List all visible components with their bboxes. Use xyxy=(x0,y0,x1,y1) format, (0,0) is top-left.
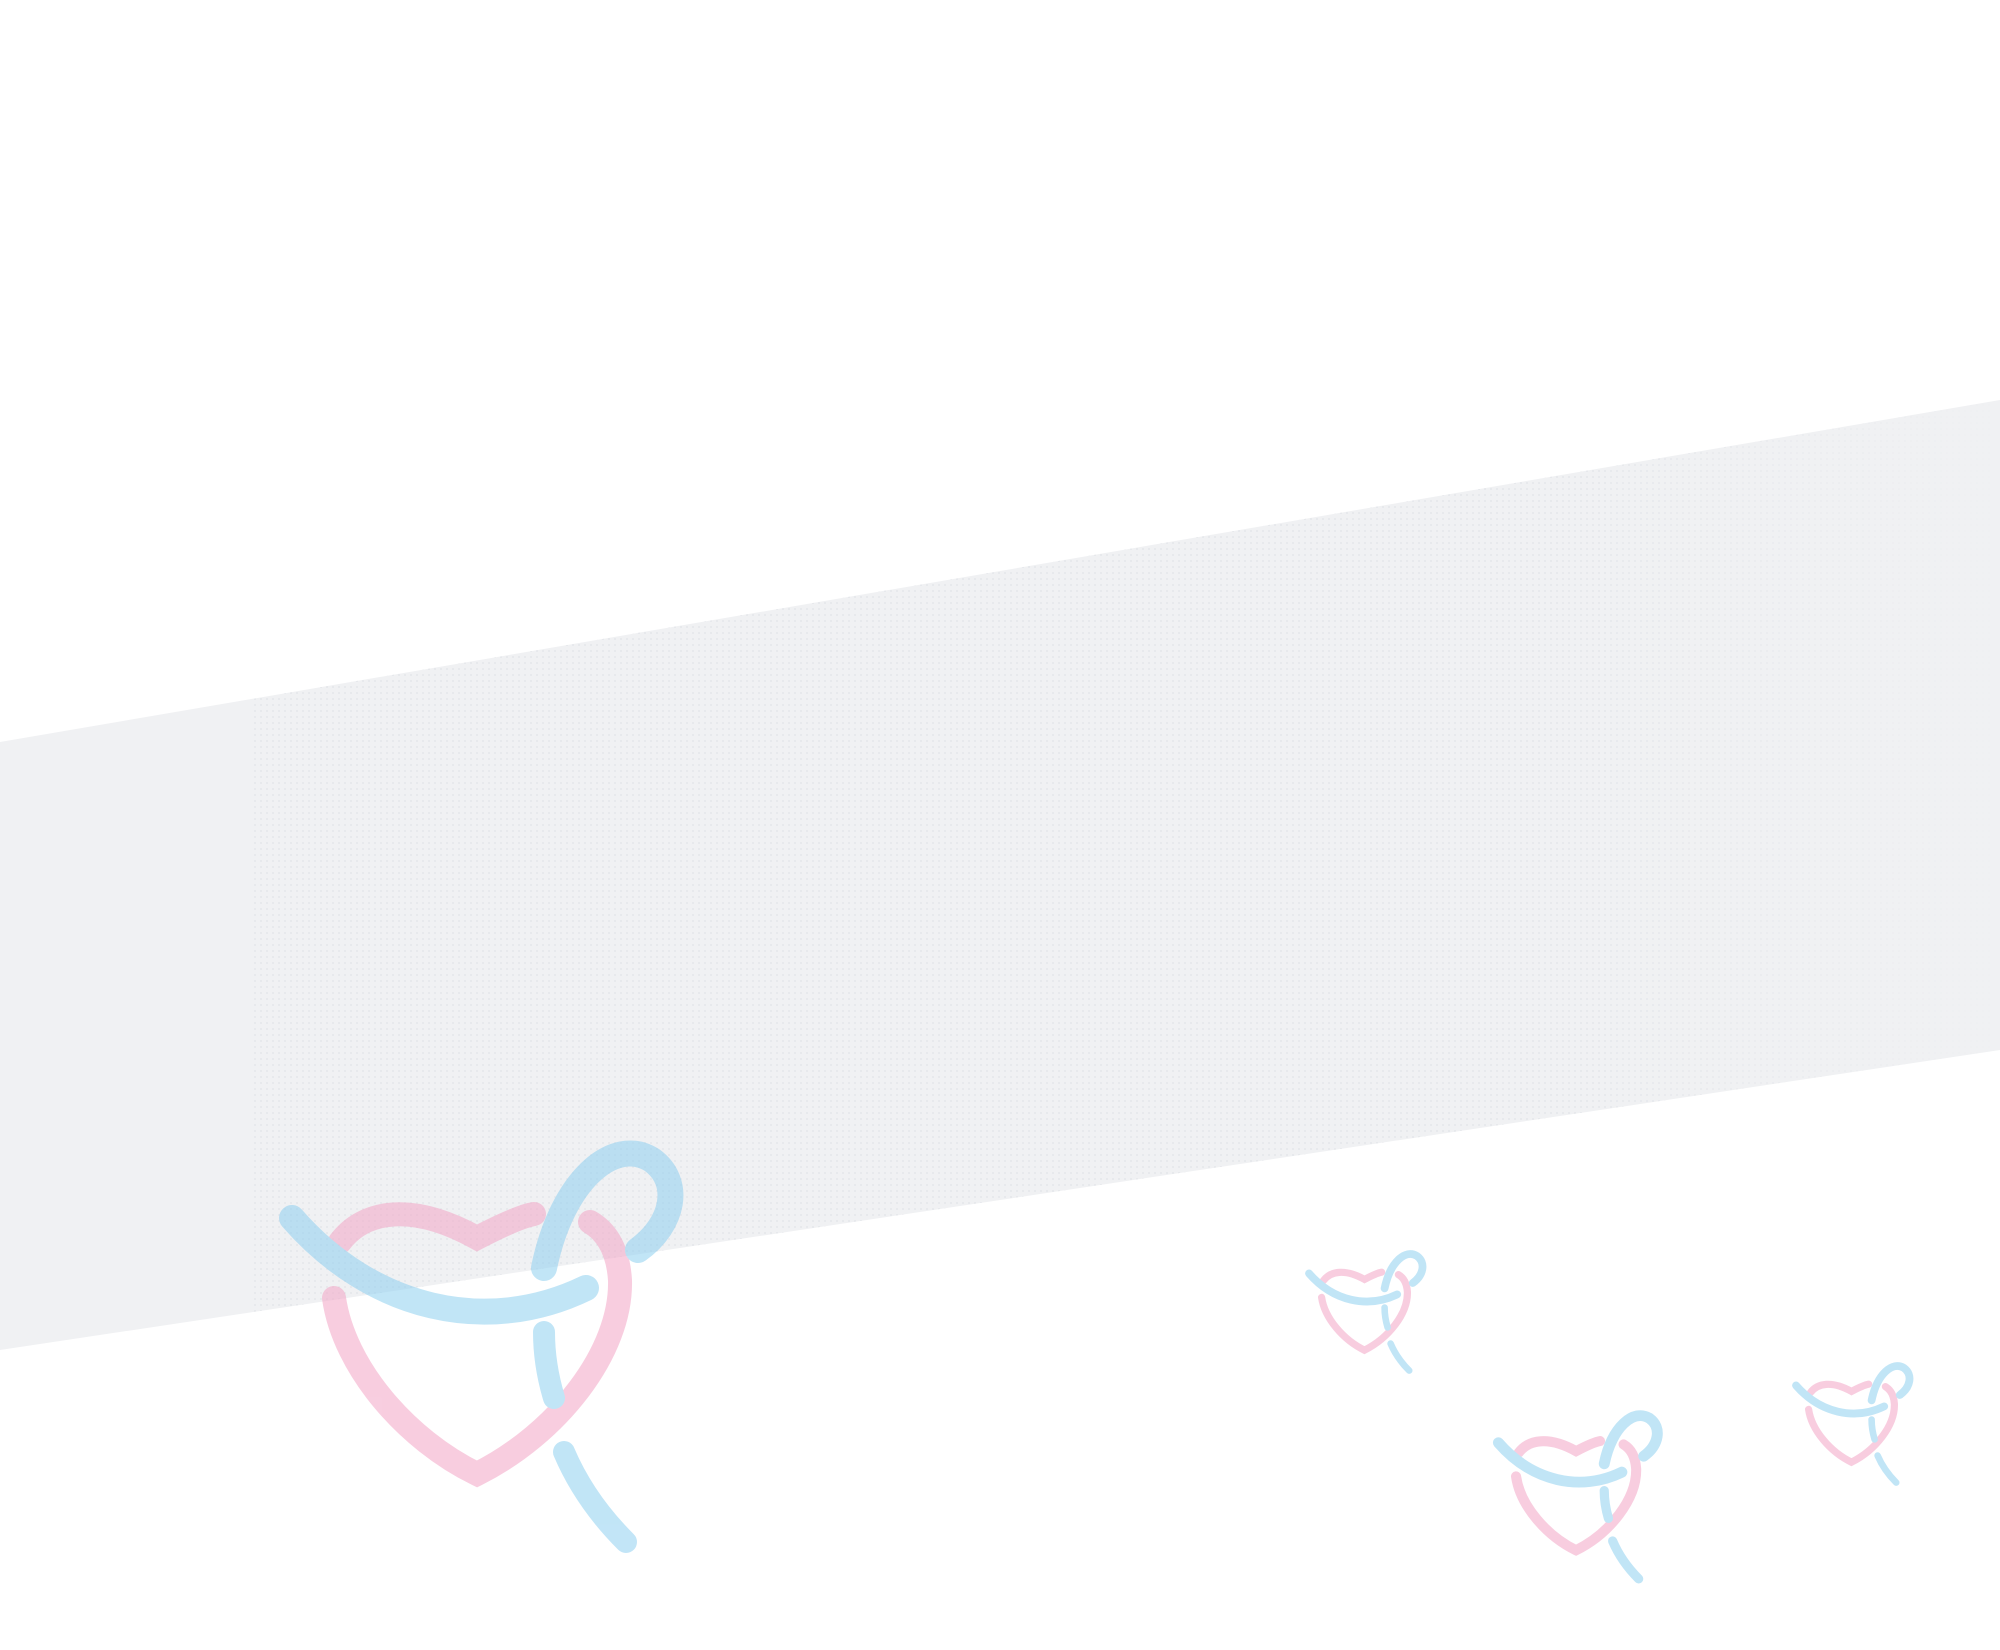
heart-ribbon-logo-icon xyxy=(1796,1366,1910,1483)
heart-ribbon-logo-icon xyxy=(1498,1416,1657,1579)
heart-ribbon-logo-icon xyxy=(1309,1254,1423,1371)
